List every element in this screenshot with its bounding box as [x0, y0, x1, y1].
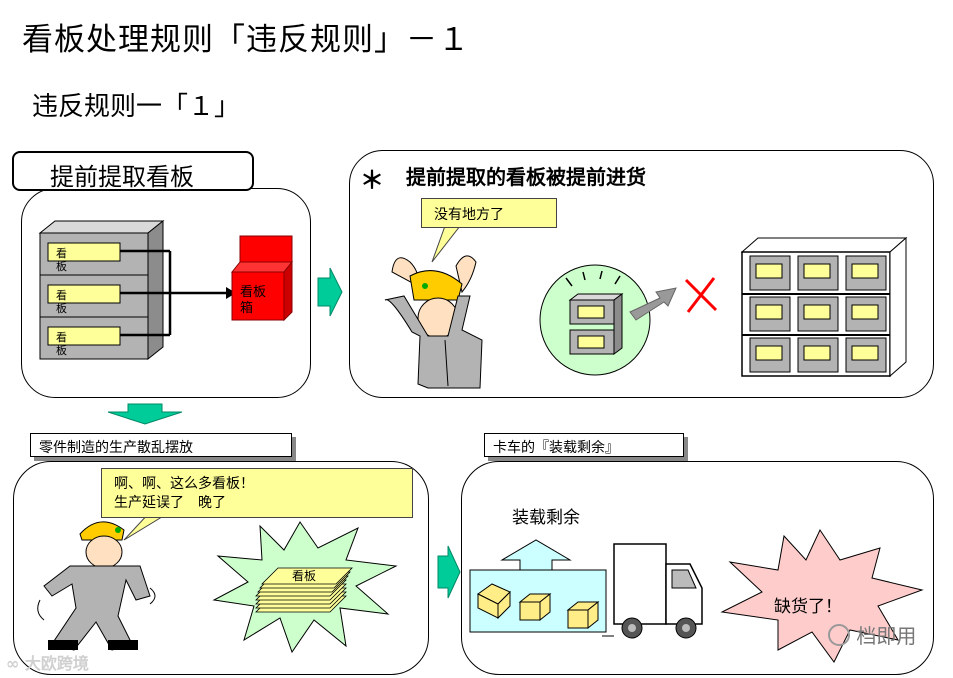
leftover-caption: 装载剩余 — [512, 508, 580, 528]
arrow-right-top — [317, 267, 343, 317]
kanban-box — [230, 235, 294, 322]
truck-icon — [602, 543, 703, 639]
storage-rack-full — [740, 236, 908, 378]
delivery-box-circle — [539, 264, 651, 376]
kanban-box-label: 看板箱 — [240, 285, 267, 316]
panel-label-early-withdrawal: 提前提取看板 — [12, 151, 254, 191]
kanban-pile — [255, 567, 353, 613]
worker-figure-bottom — [37, 521, 156, 651]
stockout-text: 缺货了！ — [774, 597, 842, 617]
red-cross-icon — [684, 277, 718, 313]
page-subtitle: 违反规则一「１」 — [32, 92, 241, 122]
early-delivery-heading: 提前提取的看板被提前进货 — [406, 165, 646, 189]
arrow-down — [107, 403, 183, 425]
wechat-icon — [828, 624, 850, 646]
leftover-boxes — [477, 583, 600, 630]
page-title: 看板处理规则「违反规则」－１ — [22, 22, 470, 58]
watermark-left: ∞ 大欧跨境 — [6, 654, 89, 673]
watermark-right: 档即用 — [828, 620, 916, 649]
flow-arrowhead — [226, 287, 236, 299]
kanban-card-3: 看板 — [56, 331, 67, 357]
arrow-right-bottom — [437, 545, 461, 599]
worker-figure-top — [384, 255, 483, 389]
tag-scattered-production: 零件制造的生产散乱摆放 — [30, 433, 292, 457]
speech-bubble-too-many-kanban: 啊、啊、这么多看板！ 生产延误了 晚了 — [101, 468, 413, 518]
kanban-card-1: 看板 — [56, 247, 67, 273]
up-arrow-icon — [500, 539, 572, 571]
kanban-card-2: 看板 — [56, 289, 67, 315]
asterisk-mark: ＊ — [360, 166, 384, 194]
gray-arrow-icon — [629, 287, 677, 321]
stockout-burst — [720, 528, 924, 663]
kanban-flow-lines — [120, 249, 228, 337]
kanban-pile-label: 看板 — [292, 569, 317, 583]
kanban-rack — [38, 219, 165, 361]
speech-bubble-no-space: 没有地方了 — [421, 198, 557, 228]
watermark-left-icon: ∞ — [6, 654, 20, 673]
tag-truck-leftover: 卡车的『装载剩余』 — [484, 433, 684, 457]
